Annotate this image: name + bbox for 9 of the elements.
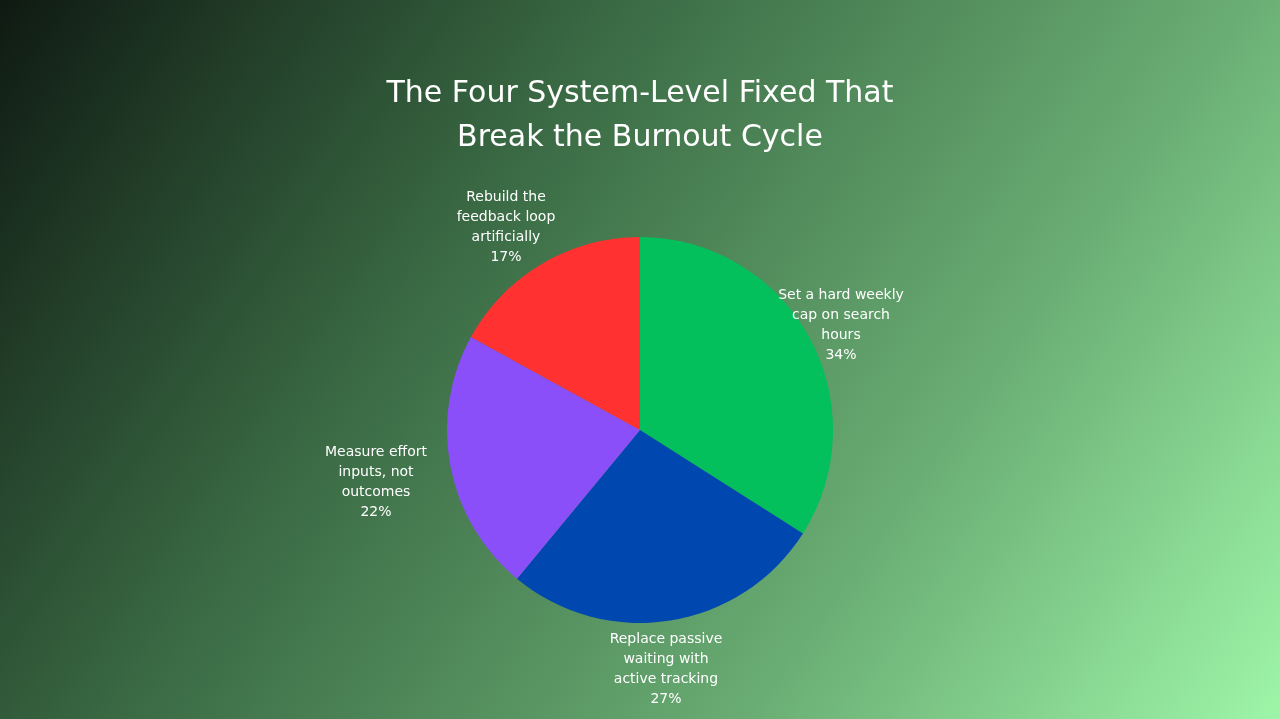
- value-label: 22%: [359, 502, 393, 521]
- category-label: Set a hard weekly cap on search hours: [778, 285, 904, 344]
- value-label: 27%: [649, 689, 683, 708]
- category-label: Rebuild the feedback loop artificially: [455, 187, 557, 246]
- chart-title: The Four System-Level Fixed That Break the Burnout Cycle: [385, 73, 895, 155]
- value-label: 17%: [489, 247, 523, 266]
- category-label: Measure effort inputs, not outcomes: [324, 442, 428, 501]
- value-label: 34%: [824, 345, 858, 364]
- category-label: Replace passive waiting with active tracking: [608, 629, 724, 688]
